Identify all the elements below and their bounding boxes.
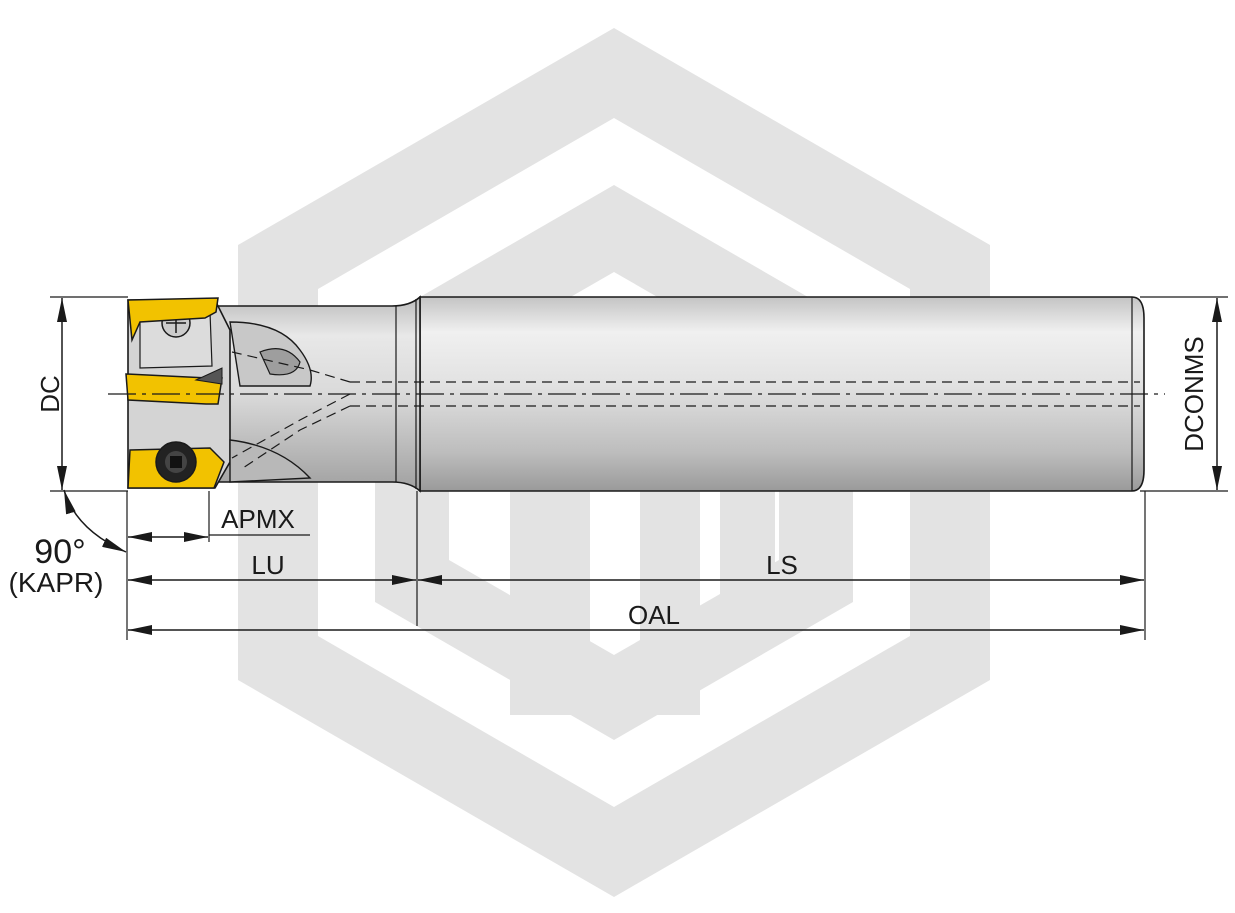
dc-label: DC <box>35 375 65 413</box>
extension-lines <box>50 296 1228 640</box>
dimension-lines <box>57 298 1222 635</box>
insert-top <box>127 297 219 343</box>
dconms-label: DCONMS <box>1179 336 1209 452</box>
insert-middle <box>125 367 223 405</box>
kapr-label: (KAPR) <box>9 567 104 598</box>
ls-label: LS <box>766 550 798 580</box>
oal-label: OAL <box>628 600 680 630</box>
lu-label: LU <box>251 550 284 580</box>
kapr-angle-arc <box>63 489 127 553</box>
centerlines <box>108 351 1165 471</box>
apmx-label: APMX <box>221 504 295 534</box>
insert-bottom <box>127 441 225 489</box>
kapr-angle-value: 90° <box>34 533 85 571</box>
